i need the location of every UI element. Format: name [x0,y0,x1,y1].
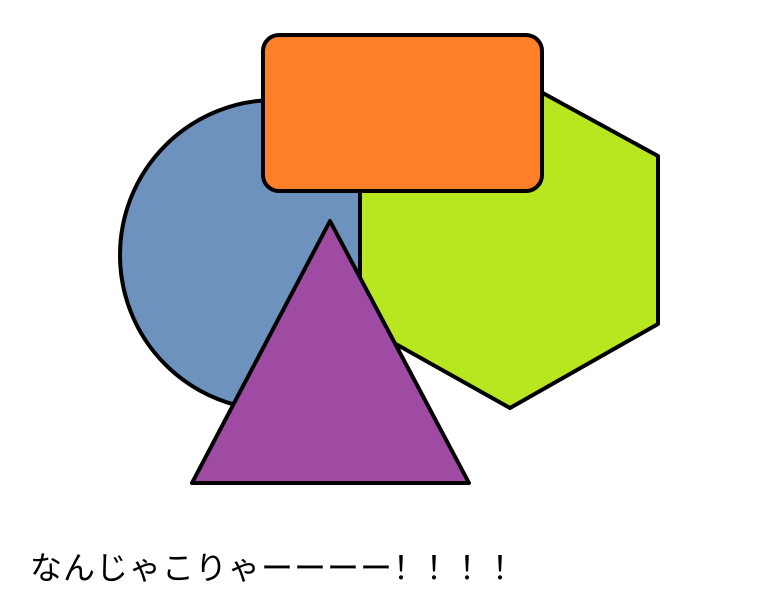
caption-text: なんじゃこりゃーーーー！！！！ [30,549,526,587]
purple-triangle [190,219,471,485]
orange-rounded-rectangle [261,33,544,193]
